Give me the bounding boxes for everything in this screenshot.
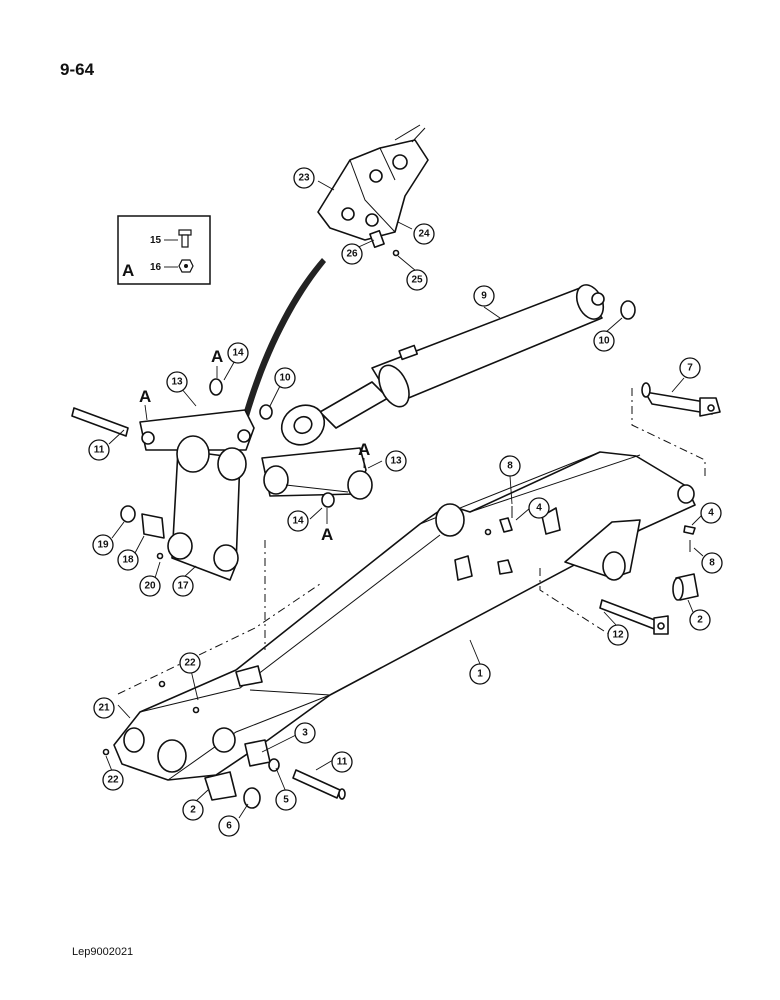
inset-item-15: 15 <box>150 235 162 246</box>
callout-1: 1 <box>469 663 491 685</box>
section-marker-a: A <box>358 440 370 459</box>
page-number: 9-64 <box>60 60 95 79</box>
svg-text:3: 3 <box>302 728 308 739</box>
callout-10: 10 <box>274 367 296 389</box>
svg-text:13: 13 <box>171 377 183 388</box>
callout-20: 20 <box>139 575 161 597</box>
callout-12: 12 <box>607 624 629 646</box>
pin-7-drawing <box>641 382 721 417</box>
svg-text:22: 22 <box>107 775 119 786</box>
svg-text:24: 24 <box>418 229 430 240</box>
svg-text:1: 1 <box>477 669 483 680</box>
callout-4: 4 <box>700 502 722 524</box>
callout-22: 22 <box>102 769 124 791</box>
callout-7: 7 <box>679 357 701 379</box>
callout-6: 6 <box>218 815 240 837</box>
callout-13: 13 <box>166 371 188 393</box>
document-code: Lep9002021 <box>72 946 134 958</box>
svg-text:14: 14 <box>232 348 244 359</box>
svg-text:18: 18 <box>122 555 134 566</box>
callout-18: 18 <box>117 549 139 571</box>
hydraulic-cylinder-drawing <box>259 284 636 446</box>
svg-text:19: 19 <box>97 540 109 551</box>
callout-11: 11 <box>331 751 353 773</box>
callout-9: 9 <box>473 285 495 307</box>
main-boom-drawing <box>113 451 696 781</box>
svg-text:13: 13 <box>390 456 402 467</box>
callout-25: 25 <box>406 269 428 291</box>
callout-11: 11 <box>88 439 110 461</box>
svg-text:11: 11 <box>337 757 348 768</box>
callout-2: 2 <box>689 609 711 631</box>
callout-23: 23 <box>293 167 315 189</box>
svg-text:4: 4 <box>536 503 542 514</box>
nut-icon <box>178 259 194 273</box>
svg-text:8: 8 <box>507 461 513 472</box>
callout-10: 10 <box>593 330 615 352</box>
svg-text:20: 20 <box>144 581 156 592</box>
callout-4: 4 <box>528 497 550 519</box>
callout-13: 13 <box>385 450 407 472</box>
svg-text:2: 2 <box>697 615 703 626</box>
inset-item-16: 16 <box>150 262 162 273</box>
svg-text:10: 10 <box>279 373 291 384</box>
svg-text:26: 26 <box>346 249 358 260</box>
callout-19: 19 <box>92 534 114 556</box>
svg-text:17: 17 <box>177 581 189 592</box>
detail-arm-end-drawing <box>317 124 429 257</box>
callout-14: 14 <box>287 510 309 532</box>
svg-text:2: 2 <box>190 805 196 816</box>
svg-text:6: 6 <box>226 821 232 832</box>
grease-fittings <box>102 506 696 756</box>
callout-5: 5 <box>275 789 297 811</box>
callout-24: 24 <box>413 223 435 245</box>
svg-text:25: 25 <box>411 275 423 286</box>
section-marker-a: A <box>139 387 151 406</box>
callout-8: 8 <box>499 455 521 477</box>
callout-26: 26 <box>341 243 363 265</box>
callout-8: 8 <box>701 552 723 574</box>
callout-17: 17 <box>172 575 194 597</box>
section-markers: A A A A <box>139 347 370 544</box>
svg-text:23: 23 <box>298 173 310 184</box>
svg-text:9: 9 <box>481 291 487 302</box>
svg-text:8: 8 <box>709 558 715 569</box>
callout-2: 2 <box>182 799 204 821</box>
svg-text:7: 7 <box>687 363 693 374</box>
bucket-link-drawing <box>71 378 373 581</box>
svg-text:12: 12 <box>612 630 624 641</box>
section-marker-a: A <box>211 347 223 366</box>
svg-text:22: 22 <box>184 658 196 669</box>
svg-text:14: 14 <box>292 516 304 527</box>
svg-text:4: 4 <box>708 508 714 519</box>
svg-text:11: 11 <box>94 445 105 456</box>
callout-leaders <box>105 180 704 819</box>
detail-pointer <box>242 258 326 420</box>
bushing-2-right <box>672 573 699 601</box>
bushings-left <box>204 739 346 809</box>
svg-text:5: 5 <box>283 795 289 806</box>
svg-text:10: 10 <box>598 336 610 347</box>
inset-box-a: A 15 16 <box>117 215 211 285</box>
inset-label: A <box>122 261 134 280</box>
svg-text:21: 21 <box>98 703 110 714</box>
callout-3: 3 <box>294 722 316 744</box>
callout-21: 21 <box>93 697 115 719</box>
bolt-icon <box>178 229 192 248</box>
callout-14: 14 <box>227 342 249 364</box>
callout-22: 22 <box>179 652 201 674</box>
section-marker-a: A <box>321 525 333 544</box>
pin-12-drawing <box>599 599 669 635</box>
